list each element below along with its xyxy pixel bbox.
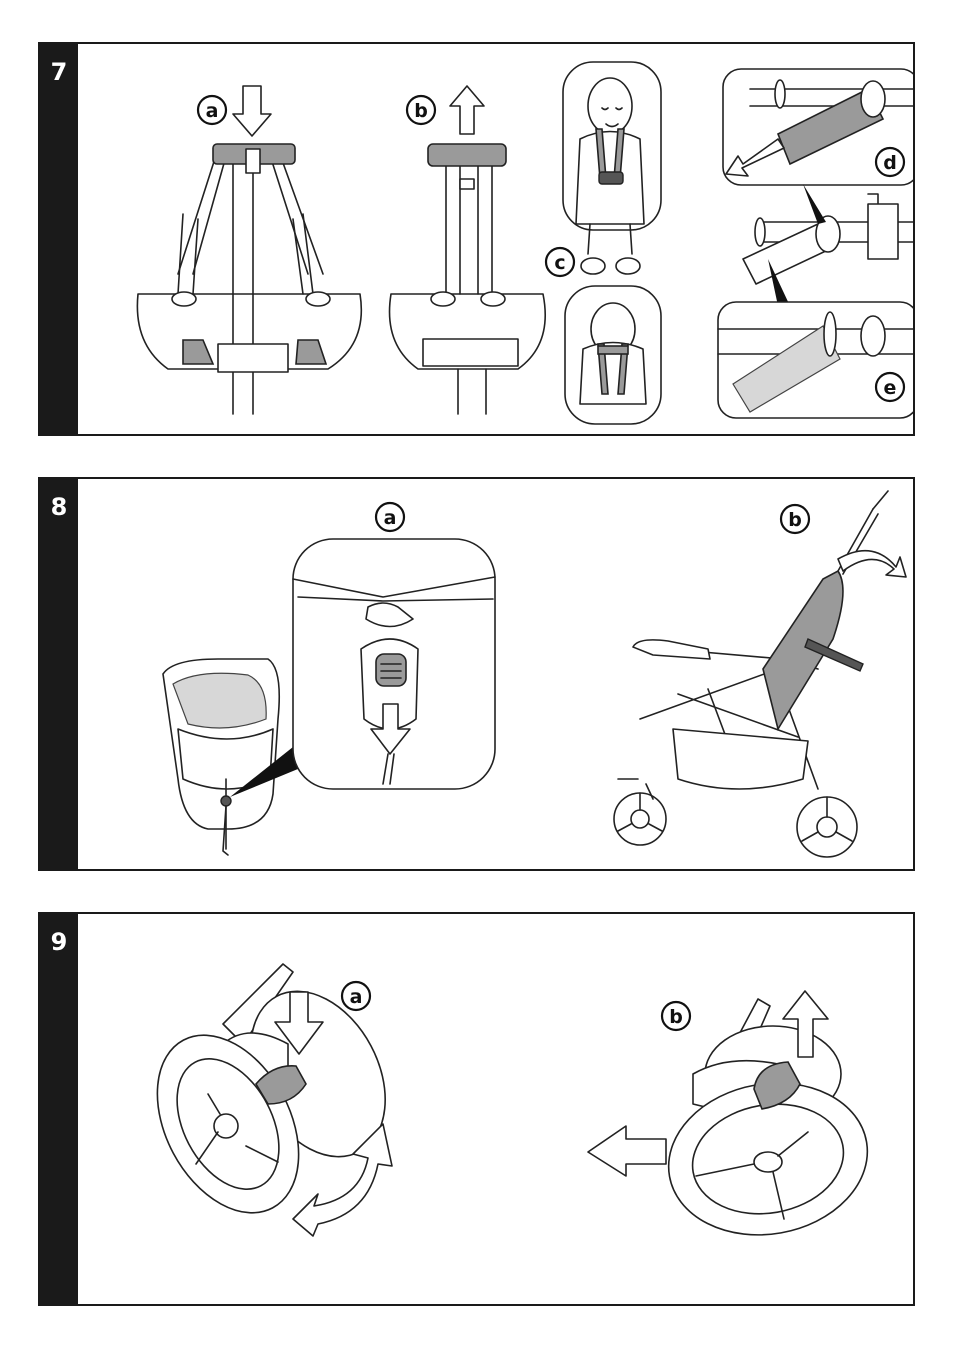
svg-text:a: a xyxy=(350,986,363,1008)
child-in-seat-front xyxy=(563,62,661,274)
label-b: b xyxy=(781,505,809,533)
svg-text:d: d xyxy=(883,152,897,174)
svg-text:b: b xyxy=(669,1006,683,1028)
step-number-bar xyxy=(40,914,78,1304)
label-c: c xyxy=(546,248,574,276)
svg-text:b: b xyxy=(414,100,428,122)
step-7-panel: 7 a xyxy=(38,42,915,436)
step-7-illustration: a b xyxy=(78,44,913,434)
svg-text:c: c xyxy=(554,252,565,274)
harness-seat-pad-a xyxy=(137,144,361,414)
label-e: e xyxy=(876,373,904,401)
label-a: a xyxy=(342,982,370,1010)
wheel-unit-b xyxy=(656,991,879,1250)
harness-seat-pad-b xyxy=(390,144,546,414)
label-a: a xyxy=(198,96,226,124)
step-number-bar xyxy=(40,479,78,869)
step-8-panel: 8 a xyxy=(38,477,915,871)
svg-text:e: e xyxy=(884,377,897,399)
label-b: b xyxy=(662,1002,690,1030)
svg-text:a: a xyxy=(206,100,219,122)
step-8-illustration: a b xyxy=(78,479,913,869)
label-a: a xyxy=(376,503,404,531)
step-number: 7 xyxy=(40,58,78,86)
arrow-left-b xyxy=(588,1126,666,1176)
detail-a-zoom xyxy=(293,539,495,789)
shoulder-pad-middle xyxy=(743,184,913,306)
arrow-up-b xyxy=(450,86,484,134)
label-d: d xyxy=(876,148,904,176)
step-9-panel: 9 a xyxy=(38,912,915,1306)
label-b: b xyxy=(407,96,435,124)
step-number: 9 xyxy=(40,928,78,956)
step-number-bar xyxy=(40,44,78,434)
stroller-seat-rear xyxy=(163,659,310,855)
wheel-unit-a xyxy=(129,964,413,1237)
stroller-reclining xyxy=(614,491,906,857)
svg-text:a: a xyxy=(384,507,397,529)
step-9-illustration: a b xyxy=(78,914,913,1304)
arrow-down-a xyxy=(233,86,271,136)
step-number: 8 xyxy=(40,493,78,521)
svg-text:b: b xyxy=(788,509,802,531)
child-in-seat-back xyxy=(565,286,661,424)
